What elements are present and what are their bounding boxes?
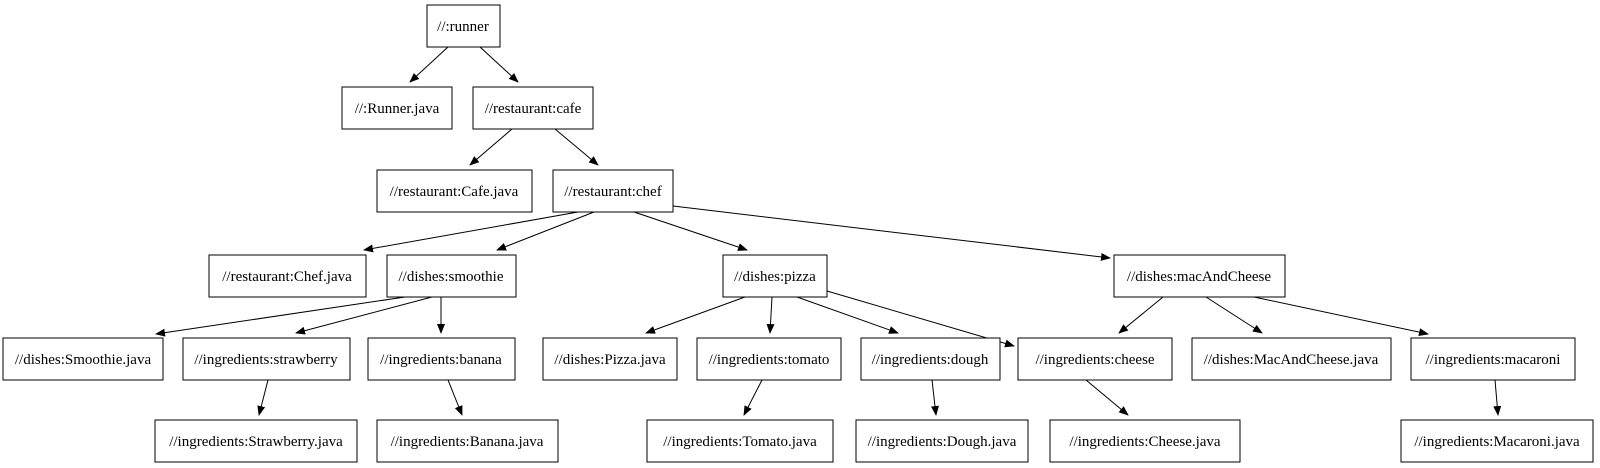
node-macaroni: //ingredients:macaroni (1410, 337, 1576, 381)
edge-chef-to-pizza (633, 211, 748, 251)
node-chef-java: //restaurant:Chef.java (208, 254, 367, 298)
node-dough: //ingredients:dough (860, 337, 1001, 381)
node-runner-java: //:Runner.java (341, 86, 453, 130)
node-chef-label: //restaurant:chef (564, 184, 661, 200)
node-mac-and-cheese-label: //dishes:macAndCheese (1127, 269, 1271, 285)
node-cheese-label: //ingredients:cheese (1035, 352, 1154, 368)
node-strawberry-box (182, 337, 351, 381)
edge-chef-to-mac-and-cheese (672, 205, 1111, 261)
edge-pizza-to-tomato (766, 296, 775, 334)
edge-tomato-to-tomato-java (743, 379, 763, 416)
edge-chef-to-smoothie (496, 211, 595, 251)
node-cafe-java: //restaurant:Cafe.java (376, 169, 533, 213)
node-runner-label: //:runner (437, 19, 489, 35)
node-strawberry: //ingredients:strawberry (182, 337, 351, 381)
node-dough-label: //ingredients:dough (872, 352, 989, 368)
node-macaroni-java: //ingredients:Macaroni.java (1400, 419, 1594, 463)
edge-cheese-to-cheese-java (1085, 379, 1129, 416)
edge-banana-to-banana-java (447, 379, 463, 416)
edge-mac-and-cheese-to-macaroni (1253, 296, 1429, 337)
node-tomato-box (696, 337, 842, 381)
node-dough-java: //ingredients:Dough.java (855, 419, 1029, 463)
node-strawberry-label: //ingredients:strawberry (194, 352, 338, 368)
node-macaroni-java-box (1400, 419, 1594, 463)
node-runner-java-label: //:Runner.java (355, 101, 440, 117)
node-tomato-label: //ingredients:tomato (709, 352, 830, 368)
node-mac-and-cheese-box (1113, 254, 1286, 298)
node-banana-box (367, 337, 516, 381)
node-macaroni-java-label: //ingredients:Macaroni.java (1414, 434, 1580, 450)
node-runner-java-box (341, 86, 453, 130)
node-mac-and-cheese-java-box (1191, 337, 1392, 381)
node-dough-java-label: //ingredients:Dough.java (868, 434, 1017, 450)
node-runner-box (426, 4, 501, 48)
node-pizza-label: //dishes:pizza (734, 269, 816, 285)
node-chef-box (552, 169, 674, 213)
node-dough-box (860, 337, 1001, 381)
node-dough-java-box (855, 419, 1029, 463)
edge-strawberry-to-strawberry-java (257, 379, 269, 416)
node-chef-java-box (208, 254, 367, 298)
node-banana-java: //ingredients:Banana.java (376, 419, 559, 463)
node-pizza-box (722, 254, 828, 298)
edge-layer (155, 46, 1502, 416)
edge-pizza-to-cheese (826, 290, 1015, 348)
node-smoothie-java-box (2, 337, 164, 381)
node-tomato-java-box (646, 419, 834, 463)
node-banana-java-label: //ingredients:Banana.java (391, 434, 544, 450)
node-banana-label: //ingredients:banana (380, 352, 502, 368)
node-macaroni-label: //ingredients:macaroni (1426, 352, 1561, 368)
node-pizza-java: //dishes:Pizza.java (542, 337, 678, 381)
node-pizza-java-label: //dishes:Pizza.java (554, 352, 666, 368)
node-smoothie-java-label: //dishes:Smoothie.java (15, 352, 152, 368)
node-smoothie-java: //dishes:Smoothie.java (2, 337, 164, 381)
node-cheese-java-box (1049, 419, 1241, 463)
node-mac-and-cheese-java-label: //dishes:MacAndCheese.java (1204, 352, 1379, 368)
node-layer: //:runner //:Runner.java //restaurant:ca… (2, 4, 1594, 463)
edge-runner-to-runner-java (409, 46, 449, 83)
node-tomato: //ingredients:tomato (696, 337, 842, 381)
node-cheese-java: //ingredients:Cheese.java (1049, 419, 1241, 463)
node-chef-java-label: //restaurant:Chef.java (222, 269, 352, 285)
node-tomato-java-label: //ingredients:Tomato.java (663, 434, 817, 450)
node-cheese-java-label: //ingredients:Cheese.java (1069, 434, 1221, 450)
edge-smoothie-to-strawberry (295, 296, 433, 335)
node-cheese: //ingredients:cheese (1017, 337, 1173, 381)
edge-cafe-to-chef (554, 128, 599, 166)
node-cafe-java-label: //restaurant:Cafe.java (390, 184, 519, 200)
node-mac-and-cheese: //dishes:macAndCheese (1113, 254, 1286, 298)
node-pizza-java-box (542, 337, 678, 381)
node-smoothie-label: //dishes:smoothie (399, 269, 504, 285)
edge-runner-to-cafe (479, 46, 519, 83)
node-cafe-label: //restaurant:cafe (485, 101, 582, 117)
node-cafe: //restaurant:cafe (472, 86, 594, 130)
node-chef: //restaurant:chef (552, 169, 674, 213)
edge-pizza-to-dough (796, 296, 899, 334)
edge-cafe-to-cafe-java (469, 128, 513, 166)
node-cafe-box (472, 86, 594, 130)
node-smoothie: //dishes:smoothie (386, 254, 517, 298)
edge-smoothie-to-smoothie-java (155, 296, 406, 337)
node-banana: //ingredients:banana (367, 337, 516, 381)
node-macaroni-box (1410, 337, 1576, 381)
node-smoothie-box (386, 254, 517, 298)
edge-mac-and-cheese-to-mac-and-cheese-java (1205, 296, 1263, 334)
node-cheese-box (1017, 337, 1173, 381)
edge-macaroni-to-macaroni-java (1493, 379, 1502, 416)
edge-mac-and-cheese-to-cheese (1118, 296, 1164, 334)
node-pizza: //dishes:pizza (722, 254, 828, 298)
node-runner: //:runner (426, 4, 501, 48)
node-mac-and-cheese-java: //dishes:MacAndCheese.java (1191, 337, 1392, 381)
node-cafe-java-box (376, 169, 533, 213)
edge-dough-to-dough-java (931, 379, 939, 416)
node-banana-java-box (376, 419, 559, 463)
edge-pizza-to-pizza-java (645, 296, 746, 334)
edge-chef-to-chef-java (363, 211, 579, 253)
node-strawberry-java: //ingredients:Strawberry.java (154, 419, 358, 463)
node-strawberry-java-box (154, 419, 358, 463)
node-tomato-java: //ingredients:Tomato.java (646, 419, 834, 463)
node-strawberry-java-label: //ingredients:Strawberry.java (169, 434, 343, 450)
